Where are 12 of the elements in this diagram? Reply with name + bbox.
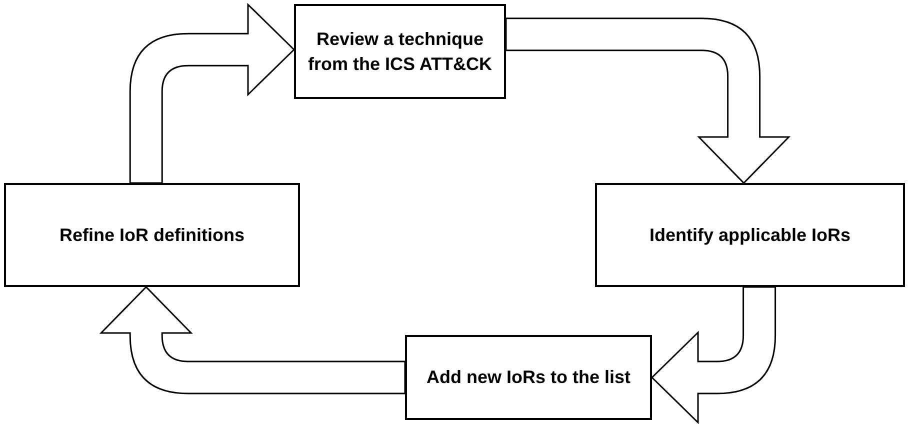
- box-text: Add new IoRs to the list: [426, 366, 630, 390]
- box-text: Review a technique from the ICS ATT&CK: [308, 28, 492, 76]
- curved-block-arrow: [129, 4, 295, 184]
- process-box: [405, 335, 652, 420]
- box-text: Identify applicable IoRs: [649, 224, 851, 247]
- curved-block-arrow: [505, 18, 790, 184]
- curved-block-arrow: [651, 286, 776, 424]
- process-box: [595, 183, 905, 287]
- process-box: [4, 183, 300, 287]
- curved-block-arrow: [100, 286, 406, 394]
- box-text: Refine IoR definitions: [59, 224, 244, 247]
- process-box: [294, 4, 506, 99]
